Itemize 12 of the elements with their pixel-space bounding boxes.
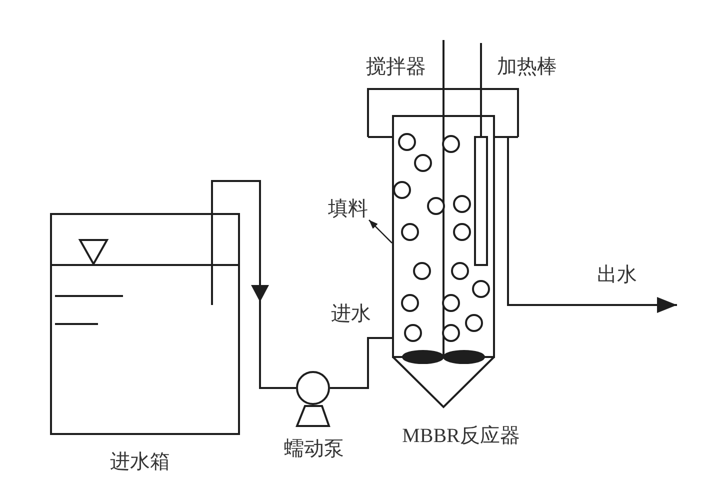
heater-label: 加热棒 <box>497 57 557 77</box>
stirrer-label: 搅拌器 <box>366 57 426 77</box>
pump-label: 蠕动泵 <box>284 439 344 459</box>
packing-label: 填料 <box>328 199 368 219</box>
reactor-label: MBBR反应器 <box>402 426 520 446</box>
edge-label: 进水 <box>331 304 371 324</box>
tank-label: 进水箱 <box>110 452 170 472</box>
pipe <box>211 180 296 389</box>
pipe <box>495 136 677 313</box>
leader-line <box>368 220 392 244</box>
pipe <box>330 337 392 389</box>
edge-label: 出水 <box>597 265 637 285</box>
